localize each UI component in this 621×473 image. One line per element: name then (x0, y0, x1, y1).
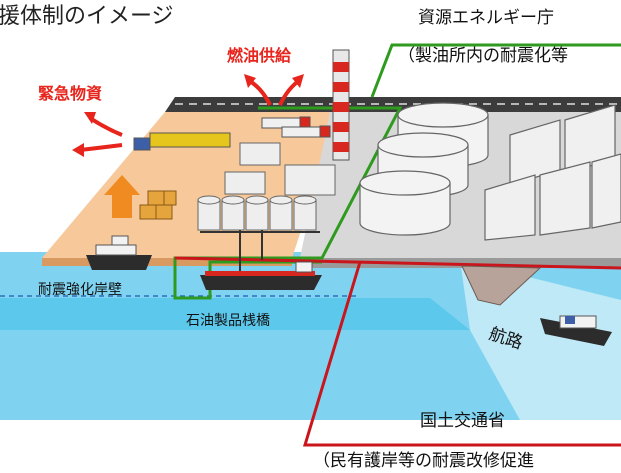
agency-note-energy: （製油所内の耐震化等 (398, 46, 568, 66)
agency-note-transport: （民有護岸等の耐震改修促進 (313, 451, 534, 471)
green-callout-line (370, 43, 621, 98)
damaged-seawall (461, 265, 542, 306)
small-tanks (197, 142, 336, 231)
cargo-crates (139, 190, 177, 220)
fuel-supply-label: 燃油供給 (227, 46, 292, 65)
pier-deck (0, 298, 470, 330)
diagram-title: 援体制のイメージ (0, 4, 174, 29)
channel-ship (540, 315, 612, 346)
oil-tanker-ship (200, 261, 322, 290)
agency-label-transport: 国土交通省 (420, 411, 505, 431)
cargo-truck (133, 132, 231, 151)
agency-label-energy: 資源エネルギー庁 (418, 8, 554, 28)
supply-arrow (104, 175, 140, 218)
red-frame (174, 256, 621, 270)
red-callout-line (302, 261, 621, 447)
emergency-arrows (79, 116, 123, 152)
green-frame (173, 106, 403, 300)
supply-ship (86, 235, 152, 270)
oil-pier-label: 石油製品桟橋 (186, 313, 270, 329)
seismic-quay-label: 耐震強化岸壁 (38, 282, 122, 298)
tanker-trucks (261, 116, 331, 138)
warehouses (484, 104, 621, 241)
emergency-supplies-label: 緊急物資 (38, 84, 103, 103)
large-oil-tanks (359, 102, 489, 236)
